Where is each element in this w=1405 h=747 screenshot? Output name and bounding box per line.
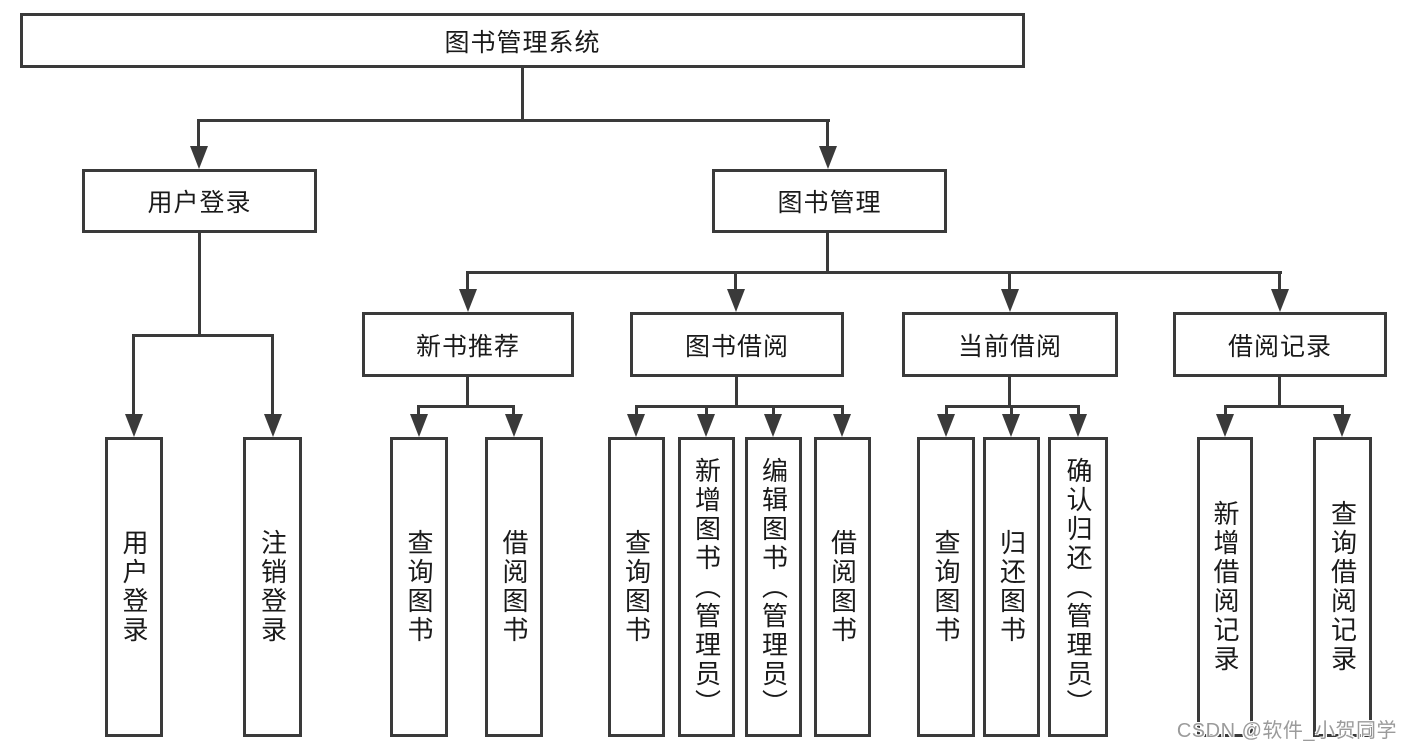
connector-drop	[1077, 405, 1080, 414]
connector-root-crossbar	[197, 119, 830, 122]
arrowhead-down-icon	[764, 414, 782, 437]
connector-drop	[512, 405, 515, 414]
leaf-query-books-recommend: 查询图书	[390, 437, 448, 737]
leaf-query-books-current: 查询图书	[917, 437, 975, 737]
arrowhead-down-icon	[819, 146, 837, 169]
arrowhead-down-icon	[937, 414, 955, 437]
connector-drop-leaf-user-login	[132, 334, 135, 414]
connector-book-management-stem	[826, 233, 829, 273]
leaf-borrow-books-borrowing: 借阅图书	[814, 437, 871, 737]
arrowhead-down-icon	[833, 414, 851, 437]
connector-current-borrowing-stem	[1008, 377, 1011, 407]
connector-drop	[841, 405, 844, 414]
connector-drop-user-login	[197, 119, 200, 147]
arrowhead-down-icon	[459, 289, 477, 312]
node-book-management: 图书管理	[712, 169, 947, 233]
connector-drop-leaf-logout	[271, 334, 274, 414]
connector-drop-new-book	[466, 271, 469, 289]
leaf-logout-login: 注销登录	[243, 437, 302, 737]
leaf-return-books: 归还图书	[983, 437, 1040, 737]
arrowhead-down-icon	[697, 414, 715, 437]
connector-drop-borrowing-records	[1278, 271, 1281, 289]
connector-book-management-crossbar	[466, 271, 1282, 274]
connector-drop	[705, 405, 708, 414]
connector-drop	[1010, 405, 1013, 414]
leaf-query-borrow-record: 查询借阅记录	[1313, 437, 1372, 737]
arrowhead-down-icon	[505, 414, 523, 437]
connector-drop	[945, 405, 948, 414]
leaf-query-books-borrowing: 查询图书	[608, 437, 665, 737]
csdn-watermark: CSDN @软件_小贺同学	[1176, 720, 1397, 742]
arrowhead-down-icon	[190, 146, 208, 169]
connector-book-borrowing-stem	[735, 377, 738, 407]
arrowhead-down-icon	[1001, 289, 1019, 312]
connector-drop-book-borrowing	[734, 271, 737, 289]
leaf-edit-books-admin: 编辑图书（管理员）	[745, 437, 802, 737]
connector-new-book-crossbar	[417, 405, 515, 408]
leaf-add-borrow-record: 新增借阅记录	[1197, 437, 1253, 737]
connector-drop-current-borrowing	[1008, 271, 1011, 289]
connector-user-login-stem	[198, 233, 201, 335]
connector-borrowing-records-stem	[1278, 377, 1281, 407]
connector-root-stem	[521, 68, 524, 120]
arrowhead-down-icon	[1069, 414, 1087, 437]
node-new-book-recommendation: 新书推荐	[362, 312, 574, 377]
connector-borrowing-records-crossbar	[1224, 405, 1344, 408]
leaf-borrow-books-recommend: 借阅图书	[485, 437, 543, 737]
node-book-borrowing: 图书借阅	[630, 312, 844, 377]
connector-drop	[1224, 405, 1227, 414]
arrowhead-down-icon	[1216, 414, 1234, 437]
node-borrowing-records: 借阅记录	[1173, 312, 1387, 377]
leaf-add-books-admin: 新增图书（管理员）	[678, 437, 735, 737]
connector-book-borrowing-crossbar	[635, 405, 844, 408]
arrowhead-down-icon	[410, 414, 428, 437]
connector-user-login-crossbar	[132, 334, 274, 337]
connector-drop	[1341, 405, 1344, 414]
arrowhead-down-icon	[627, 414, 645, 437]
arrowhead-down-icon	[1271, 289, 1289, 312]
connector-drop	[635, 405, 638, 414]
arrowhead-down-icon	[1333, 414, 1351, 437]
node-current-borrowing: 当前借阅	[902, 312, 1118, 377]
node-user-login: 用户登录	[82, 169, 317, 233]
node-book-management-system: 图书管理系统	[20, 13, 1025, 68]
connector-drop-book-management	[826, 119, 829, 147]
connector-drop	[772, 405, 775, 414]
connector-new-book-stem	[466, 377, 469, 407]
leaf-user-login: 用户登录	[105, 437, 163, 737]
arrowhead-down-icon	[1002, 414, 1020, 437]
arrowhead-down-icon	[727, 289, 745, 312]
leaf-confirm-return-admin: 确认归还（管理员）	[1048, 437, 1108, 737]
arrowhead-down-icon	[264, 414, 282, 437]
connector-drop	[417, 405, 420, 414]
arrowhead-down-icon	[125, 414, 143, 437]
